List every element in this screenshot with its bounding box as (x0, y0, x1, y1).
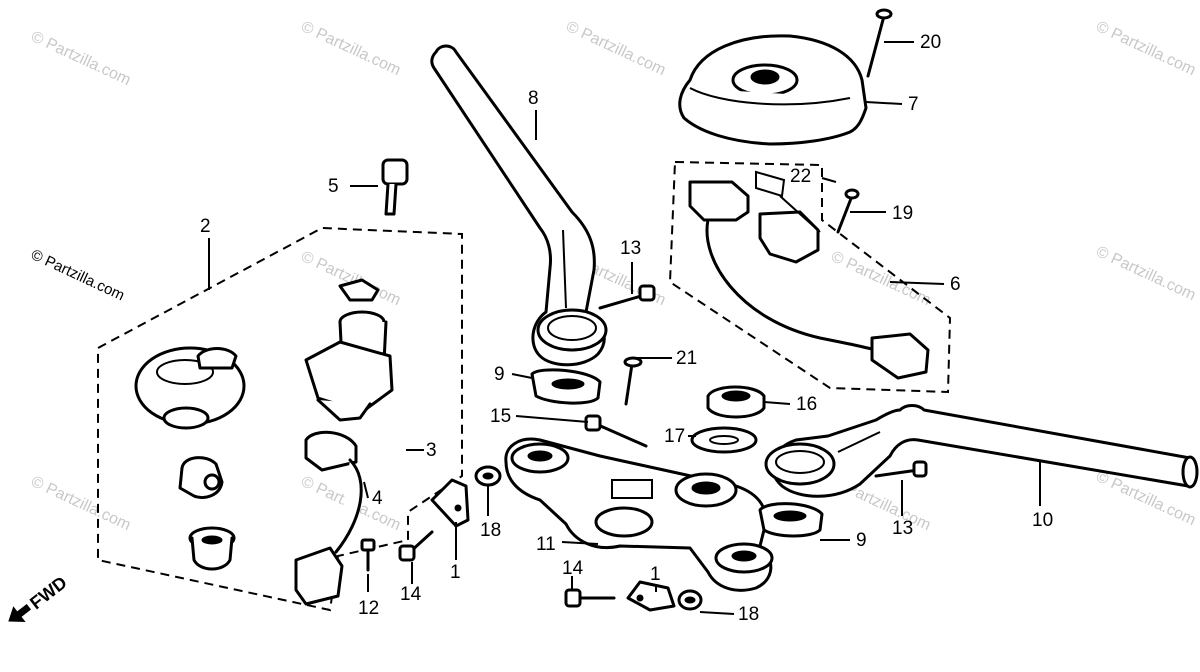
seat-lock-part (178, 456, 224, 499)
pin-22-part (779, 195, 821, 233)
callout-10: 10 (1032, 510, 1053, 531)
ignition-switch-part (294, 278, 394, 606)
watermark: © Partzilla.com (563, 18, 668, 79)
collar-18-upper-part (474, 465, 502, 487)
callout-4: 4 (372, 488, 383, 509)
watermark-dark: © Partzilla.com (28, 246, 127, 304)
bolt-14-lower-part (564, 588, 616, 608)
bracket-1-upper-part (430, 478, 470, 528)
callout-6: 6 (950, 274, 961, 295)
watermark: © Partzilla.com (298, 18, 403, 79)
callout-3: 3 (426, 440, 437, 461)
handlebar-cover-part (678, 34, 868, 146)
callout-20: 20 (920, 32, 941, 53)
key-part (381, 158, 409, 216)
callout-18-lower: 18 (738, 604, 759, 625)
callout-14-upper: 14 (400, 584, 422, 605)
callout-13-lower: 13 (892, 518, 913, 539)
left-handlebar-part (430, 44, 608, 367)
clamp-9-lower-part (758, 502, 824, 538)
callout-9-lower: 9 (856, 530, 867, 551)
handlebar-switch-group-outline (668, 161, 952, 394)
collar-18-lower-part (677, 589, 703, 611)
callout-17: 17 (664, 426, 685, 447)
washer-17-part (690, 426, 758, 454)
watermark: © Partzilla.com (1093, 18, 1198, 79)
callout-15: 15 (490, 406, 511, 427)
callout-16: 16 (796, 394, 817, 415)
bolt-13-upper-part (598, 284, 656, 310)
callout-1-upper: 1 (450, 562, 461, 583)
helmet-lock-part (188, 526, 236, 571)
fwd-label: FWD (26, 572, 71, 613)
fuel-cap-part (134, 346, 246, 430)
callout-7: 7 (908, 94, 919, 115)
watermark: © Partzilla.com (28, 473, 133, 534)
callout-leaders (208, 41, 1041, 615)
fwd-arrow-icon: FWD (8, 572, 71, 623)
bolt-13-lower-part (874, 460, 928, 478)
handlebar-switch-part (688, 170, 930, 380)
nut-16-part (706, 385, 766, 419)
clamp-9-upper-part (530, 368, 602, 405)
callout-2: 2 (200, 216, 211, 237)
long-screw-part (866, 8, 893, 78)
watermark: © Partzilla.com (828, 248, 933, 309)
callout-18-upper: 18 (480, 520, 501, 541)
screw-12-part (360, 538, 376, 572)
callout-21: 21 (676, 348, 697, 369)
screw-19-part (836, 188, 860, 234)
callout-19: 19 (892, 203, 913, 224)
callout-11: 11 (536, 534, 556, 555)
right-handlebar-part (764, 404, 1199, 498)
watermark: © Partzilla.com (1093, 243, 1198, 304)
callout-14-lower: 14 (562, 558, 584, 579)
callout-12: 12 (358, 598, 379, 619)
top-bridge-part (504, 437, 774, 592)
watermark: © Partzilla.com (28, 28, 133, 89)
callout-13-upper: 13 (620, 238, 641, 259)
callout-numbers: 5 2 8 20 7 22 19 6 13 21 9 15 17 16 3 4 … (200, 32, 1053, 625)
callout-8: 8 (528, 88, 539, 109)
callout-22: 22 (790, 166, 811, 187)
callout-5: 5 (328, 176, 339, 197)
bracket-1-lower-part (626, 580, 676, 612)
bolt-15-part (584, 414, 648, 448)
callout-1-lower: 1 (650, 564, 661, 585)
bolt-14-upper-part (398, 530, 434, 562)
callout-9-upper: 9 (494, 364, 505, 385)
bolt-21-part (623, 356, 643, 406)
